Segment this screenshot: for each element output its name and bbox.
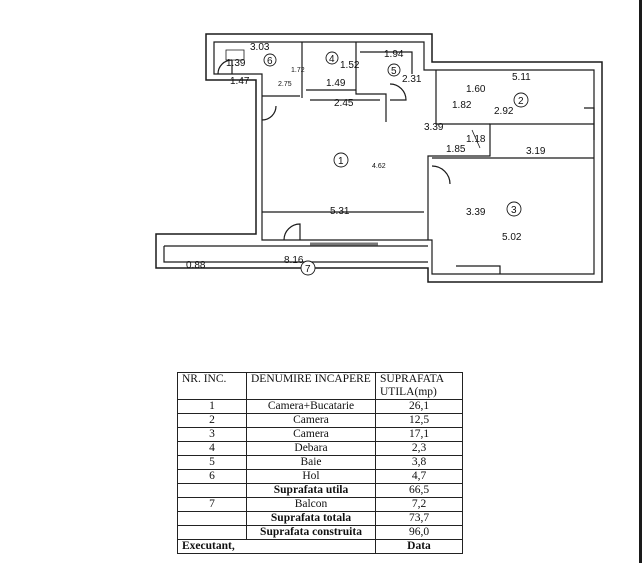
dim-label: 1.18 [466,134,486,145]
balcony-row: 7 Balcon 7,2 [177,497,463,512]
row-area: 4,7 [375,469,463,484]
row-nr: 2 [177,413,247,428]
dim-label: 5.11 [512,72,531,83]
row-name: Camera+Bucatarie [246,399,376,414]
total-useful-value: 66,5 [375,483,463,498]
row-name: Debara [246,441,376,456]
row-area: 17,1 [375,427,463,442]
dim-label: 2.92 [494,106,514,117]
executant-label: Executant, [177,539,376,554]
row-name: Camera [246,413,376,428]
dim-label: 3.03 [250,42,270,53]
total-useful-label: Suprafata utila [246,483,376,498]
room-number-label: 6 [267,56,273,67]
area-table: NR. INC. DENUMIRE INCAPERE SUPRAFATA UTI… [177,372,463,554]
dim-label: 3.39 [424,122,444,133]
row-area: 3,8 [375,455,463,470]
built-value: 96,0 [375,525,463,540]
row-nr: 6 [177,469,247,484]
table-row: 3 Camera 17,1 [177,427,463,442]
row-area: 2,3 [375,441,463,456]
row-area: 26,1 [375,399,463,414]
row-nr: 7 [177,497,247,512]
table-row: 4 Debara 2,3 [177,441,463,456]
row-name: Hol [246,469,376,484]
row-nr: 3 [177,427,247,442]
dim-label: 1.82 [452,100,472,111]
dim-label: 1.47 [230,76,250,87]
header-name: DENUMIRE INCAPERE [246,372,376,400]
row-nr: 4 [177,441,247,456]
room-number-label: 4 [329,54,335,65]
header-area: SUPRAFATA UTILA(mp) [375,372,463,400]
floor-plan: 3.03 1.39 1.47 1.72 2.75 1.52 1.49 1.94 … [155,33,603,283]
row-nr: 5 [177,455,247,470]
row-nr [177,483,247,498]
room-number-label: 3 [511,205,517,216]
row-nr: 1 [177,399,247,414]
built-label: Suprafata construita [246,525,376,540]
row-area: 12,5 [375,413,463,428]
total-label: Suprafata totala [246,511,376,526]
footer-row: Executant, Data [177,539,463,554]
dim-label: 5.02 [502,232,522,243]
total-value: 73,7 [375,511,463,526]
header-nr: NR. INC. [177,372,247,400]
dim-label: 2.45 [334,98,354,109]
row-name: Camera [246,427,376,442]
dim-label: 4.62 [372,163,386,170]
total-row: Suprafata totala 73,7 [177,511,463,526]
room-number-label: 1 [338,156,344,167]
table-row: 6 Hol 4,7 [177,469,463,484]
dim-label: 1.52 [340,60,360,71]
date-label: Data [375,539,463,554]
dim-label: 8.16 [284,255,304,266]
dim-label: 3.39 [466,207,486,218]
row-nr [177,511,247,526]
right-scan-edge [639,0,642,563]
dim-label: 1.60 [466,84,486,95]
dim-label: 5.31 [330,206,350,217]
row-name: Baie [246,455,376,470]
dim-label: 3.19 [526,146,546,157]
dim-label: 1.49 [326,78,346,89]
table-row: 1 Camera+Bucatarie 26,1 [177,399,463,414]
dim-label: 1.39 [226,58,246,69]
dim-label: 1.72 [291,67,305,74]
total-useful-row: Suprafata utila 66,5 [177,483,463,498]
table-row: 2 Camera 12,5 [177,413,463,428]
row-name: Balcon [246,497,376,512]
table-header-row: NR. INC. DENUMIRE INCAPERE SUPRAFATA UTI… [177,372,463,400]
dim-label: 2.75 [278,81,292,88]
dim-label: 0.88 [186,260,206,271]
room-number-label: 5 [391,66,397,77]
table-row: 5 Baie 3,8 [177,455,463,470]
room-number-label: 2 [518,96,524,107]
row-area: 7,2 [375,497,463,512]
dim-label: 2.31 [402,74,422,85]
dim-label: 1.85 [446,144,466,155]
row-nr [177,525,247,540]
built-row: Suprafata construita 96,0 [177,525,463,540]
room-number-label: 7 [305,264,311,275]
dim-label: 1.94 [384,49,404,60]
